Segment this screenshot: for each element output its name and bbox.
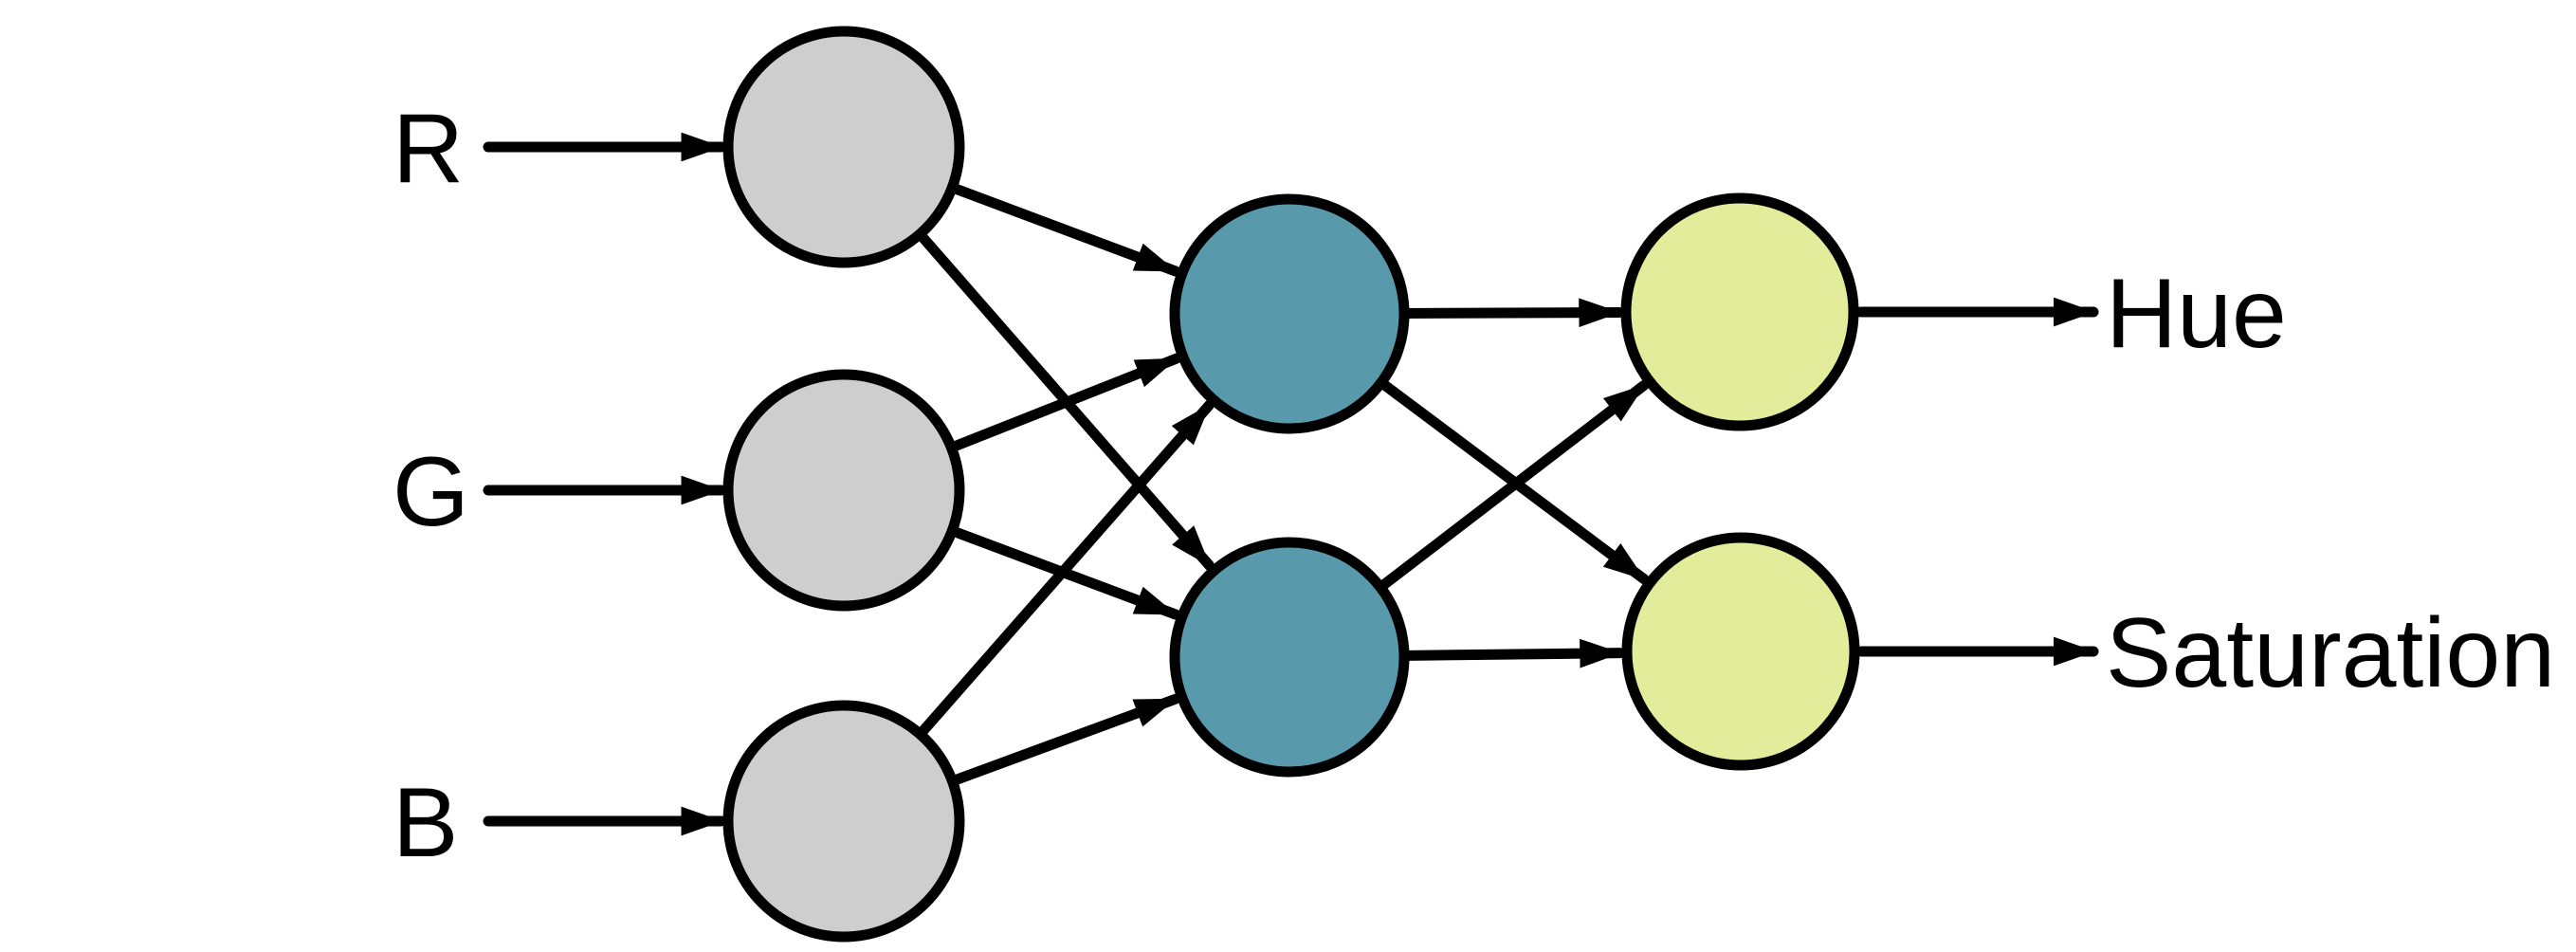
node-input-g bbox=[722, 369, 965, 612]
node-hidden-2 bbox=[1169, 537, 1410, 778]
label-saturation: Saturation bbox=[2106, 598, 2555, 708]
node-hidden-1 bbox=[1169, 193, 1410, 434]
label-r: R bbox=[393, 94, 464, 204]
node-input-b bbox=[722, 700, 965, 943]
io-arrows-layer bbox=[483, 132, 2099, 836]
node-input-r bbox=[722, 26, 965, 268]
node-output-saturation bbox=[1621, 532, 1860, 771]
node-output-hue bbox=[1620, 192, 1859, 431]
nodes-layer bbox=[722, 26, 1860, 943]
label-b: B bbox=[393, 768, 458, 878]
label-g: G bbox=[393, 437, 469, 547]
label-hue: Hue bbox=[2106, 259, 2287, 369]
